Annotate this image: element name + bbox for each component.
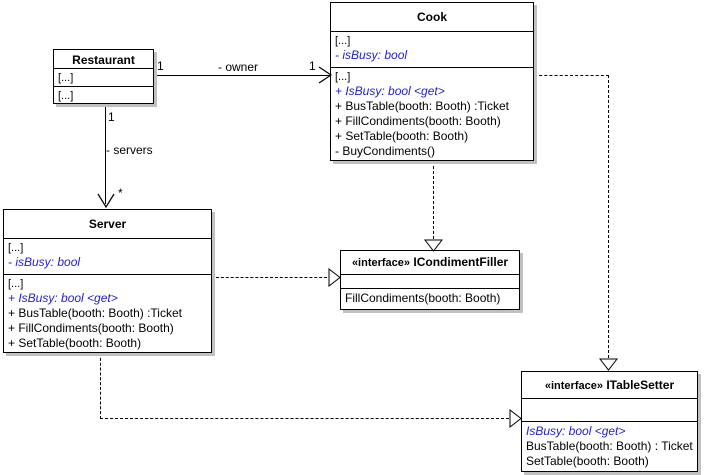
class-box-restaurant[interactable]: Restaurant [...] [...] [53,49,154,104]
class-name-restaurant: Restaurant [54,50,153,69]
member-item: + SetTable(booth: Booth) [335,129,469,143]
realization-cook-tablesetter-hline [534,75,609,76]
realization-cook-condimentfiller-line [433,161,434,244]
member-item: [...] [8,242,24,254]
realization-cook-tablesetter-arrowhead [599,358,618,371]
class-compartment-restaurant-operations: [...] [54,87,153,104]
realization-server-condimentfiller-arrowhead [328,268,341,287]
member-item: + BusTable(booth: Booth) :Ticket [8,306,182,320]
member-item: + IsBusy: bool <get> [335,84,445,98]
class-box-server[interactable]: Server [...] - isBusy: bool [...] + IsBu… [3,209,212,353]
interface-compartment-itablesetter-operations: IsBusy: bool <get> BusTable(booth: Booth… [522,422,697,471]
interface-name-icondimentfiller: «interface» ICondimentFiller [341,251,519,275]
member-item: FillCondiments(booth: Booth) [345,291,501,305]
class-compartment-cook-attributes: [...] - isBusy: bool [331,32,533,68]
class-compartment-server-attributes: [...] - isBusy: bool [4,239,211,275]
association-servers-arrowhead [97,193,115,209]
realization-cook-tablesetter-vline [608,75,609,363]
realization-server-tablesetter-arrowhead [509,409,522,428]
interface-compartment-itablesetter-attributes [522,399,697,422]
class-name-cook: Cook [331,3,533,32]
stereotype-label: «interface» [544,380,603,392]
member-item: [...] [335,71,351,83]
association-servers-label: - servers [106,143,153,157]
member-item: + FillCondiments(booth: Booth) [8,321,174,335]
member-item: BusTable(booth: Booth) : Ticket [526,439,693,453]
member-item: + IsBusy: bool <get> [8,291,118,305]
realization-server-condimentfiller-line [211,277,332,278]
member-item: [...] [335,35,351,47]
member-item: [...] [8,278,24,290]
association-servers-source-multiplicity: 1 [108,110,115,124]
realization-server-tablesetter-vline [100,353,101,419]
association-owner-arrowhead [318,66,333,84]
member-item: - BuyCondiments() [335,144,436,158]
association-owner-line [155,75,331,76]
association-servers-line [105,104,106,204]
interface-name-itablesetter: «interface» ITableSetter [522,372,697,399]
member-item: - isBusy: bool [335,48,408,62]
member-item: - isBusy: bool [8,255,81,269]
association-owner-label: - owner [218,60,259,74]
class-box-cook[interactable]: Cook [...] - isBusy: bool [...] + IsBusy… [330,2,534,161]
interface-compartment-icondimentfiller-attributes [341,275,519,289]
class-compartment-cook-operations: [...] + IsBusy: bool <get> + BusTable(bo… [331,68,533,160]
stereotype-label: «interface» [351,257,411,269]
association-servers-target-multiplicity: * [118,186,123,200]
interface-compartment-icondimentfiller-operations: FillCondiments(booth: Booth) [341,289,519,309]
member-item: [...] [58,90,74,102]
interface-box-icondimentfiller[interactable]: «interface» ICondimentFiller FillCondime… [340,250,520,310]
interface-name-text: ICondimentFiller [413,255,509,269]
member-item: [...] [58,72,74,84]
realization-server-tablesetter-hline [100,418,514,419]
member-item: + FillCondiments(booth: Booth) [335,114,501,128]
class-name-server: Server [4,210,211,239]
interface-box-itablesetter[interactable]: «interface» ITableSetter IsBusy: bool <g… [521,371,698,472]
class-compartment-server-operations: [...] + IsBusy: bool <get> + BusTable(bo… [4,275,211,352]
member-item: IsBusy: bool <get> [526,424,626,438]
class-compartment-restaurant-attributes: [...] [54,69,153,87]
interface-name-text: ITableSetter [606,378,675,392]
association-owner-target-multiplicity: 1 [309,59,316,73]
member-item: + SetTable(booth: Booth) [8,336,142,350]
realization-cook-condimentfiller-arrowhead [424,239,443,252]
member-item: + BusTable(booth: Booth) :Ticket [335,99,509,113]
association-owner-source-multiplicity: 1 [157,59,164,73]
member-item: SetTable(booth: Booth) [526,454,649,468]
